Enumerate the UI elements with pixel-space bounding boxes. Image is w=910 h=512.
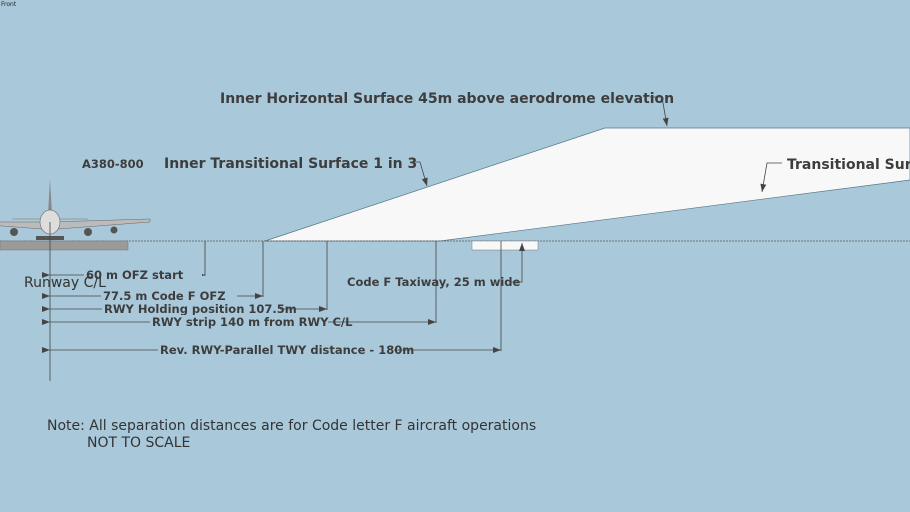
taxiway-slab [471,240,539,251]
taxiway-label: Code F Taxiway, 25 m wide [347,275,521,289]
inner-horizontal-label: Inner Horizontal Surface 45m above aerod… [220,91,674,107]
note-line-1: Note: All separation distances are for C… [47,418,536,434]
dim-label-140m: RWY strip 140 m from RWY C/L [152,315,353,329]
transitional-label: Transitional Surf [787,157,910,173]
dim-label-107m: RWY Holding position 107.5m [104,302,297,316]
runway-cl-label: Runway C/L [24,275,106,291]
dim-label-180m: Rev. RWY-Parallel TWY distance - 180m [160,343,414,357]
inner-transitional-label: Inner Transitional Surface 1 in 3 [164,156,417,172]
runway-slab [0,240,129,251]
dim-label-77m: 77.5 m Code F OFZ [103,289,226,303]
transitional-surface [264,127,910,242]
view-label: Front [1,1,17,8]
a380-aircraft [0,179,151,240]
dim-label-60m: 60 m OFZ start [86,268,184,282]
aircraft-label: A380-800 [82,157,144,171]
note-line-2: NOT TO SCALE [87,435,190,451]
